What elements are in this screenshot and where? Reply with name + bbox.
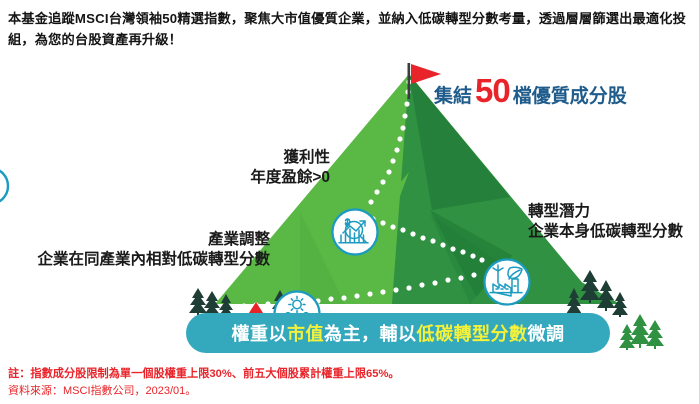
summit-prefix: 集結	[434, 86, 473, 107]
partial-circle-decoration	[0, 169, 10, 203]
weighting-banner: 權重以市值為主，輔以低碳轉型分數微調	[186, 313, 610, 353]
banner-part3: 微調	[527, 324, 565, 344]
banner-part1: 權重以	[231, 324, 287, 344]
mountain-illustration	[0, 52, 700, 362]
profitability-desc: 年度盈餘>0	[250, 168, 330, 186]
tent-icon	[247, 302, 265, 316]
summit-suffix: 檔優質成分股	[512, 86, 627, 107]
summit-number: 50	[475, 72, 511, 109]
footnote-note: 註：指數成分股限制為單一個股權重上限30%、前五大個股累計權重上限65%。	[8, 368, 400, 380]
industry-adjustment-title: 產業調整	[207, 231, 270, 248]
chart-magnifier-dollar-icon	[331, 208, 379, 256]
industry-adjustment-desc: 企業在同產業內相對低碳轉型分數	[37, 250, 270, 268]
summit-label: 集結 50 檔優質成分股	[434, 72, 694, 109]
banner-part2: 為主，輔以	[324, 324, 417, 344]
footnote-block: 註：指數成分股限制為單一個股權重上限30%、前五大個股累計權重上限65%。 資料…	[8, 366, 608, 399]
industry-adjustment-label: 產業調整 企業在同產業內相對低碳轉型分數	[8, 230, 270, 270]
red-flag-icon	[407, 63, 441, 99]
transition-potential-title: 轉型潛力	[528, 203, 591, 220]
tree-cluster-far-right	[619, 314, 664, 350]
transition-potential-label: 轉型潛力 企業本身低碳轉型分數	[528, 202, 700, 242]
page-headline: 本基金追蹤MSCI台灣領袖50精選指數，聚焦大市值優質企業，並納入低碳轉型分數考…	[8, 11, 687, 48]
profitability-label: 獲利性 年度盈餘>0	[212, 148, 330, 188]
banner-highlight-carbon-score: 低碳轉型分數	[416, 324, 528, 344]
transition-potential-desc: 企業本身低碳轉型分數	[528, 222, 684, 240]
banner-highlight-market-cap: 市值	[287, 324, 324, 344]
factory-leaf-icon	[483, 258, 531, 306]
mountain-left-ridge	[215, 212, 380, 304]
footnote-source: 資料來源：MSCI指數公司，2023/01。	[8, 384, 197, 397]
profitability-title: 獲利性	[283, 149, 330, 166]
